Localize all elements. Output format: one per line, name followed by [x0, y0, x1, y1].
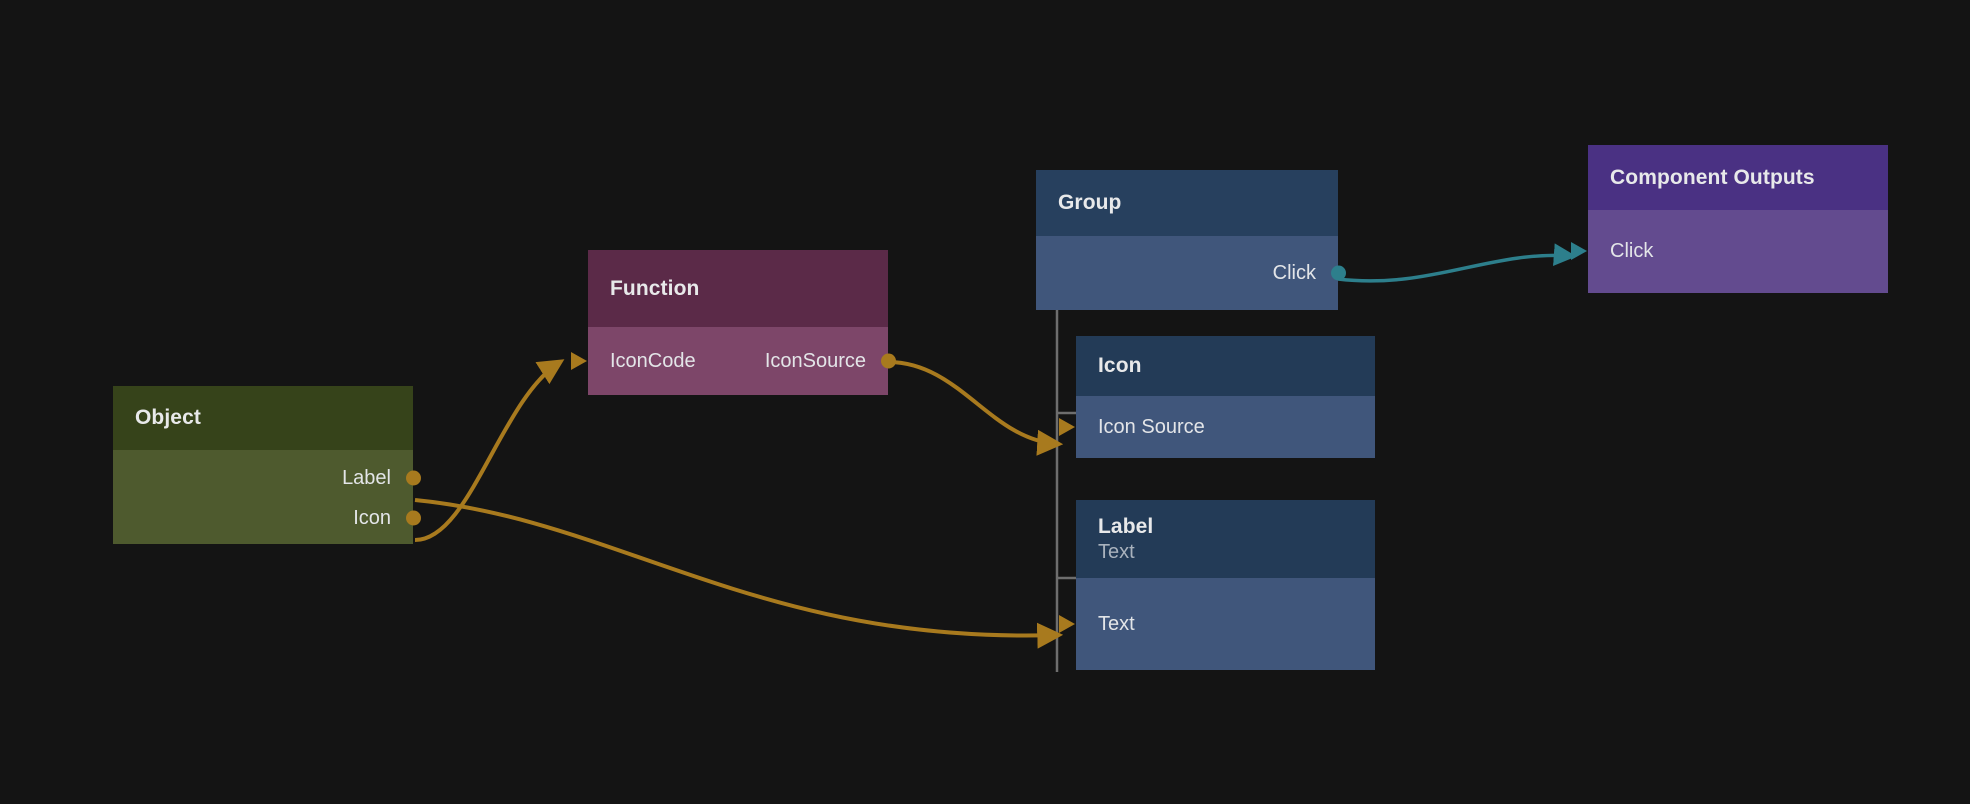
port-label-object-label: Label — [342, 467, 391, 489]
node-icon-title: Icon — [1098, 354, 1142, 378]
edge-object-label-to-label-text — [414, 498, 1064, 649]
edge-group-click-to-component-outputs-click — [1337, 243, 1577, 283]
output-port-click-dot[interactable] — [1331, 265, 1346, 281]
node-label[interactable]: Label Text Text — [1059, 500, 1375, 670]
port-row-object-icon[interactable]: Icon — [113, 498, 421, 538]
port-label-function-iconcode: IconCode — [610, 350, 696, 372]
output-port-label-dot[interactable] — [406, 470, 421, 486]
node-icon-header[interactable]: Icon — [1076, 336, 1375, 396]
node-object-body: Label Icon — [113, 450, 421, 544]
node-object-header[interactable]: Object — [113, 386, 413, 450]
edge-function-iconsource-to-icon-source — [887, 360, 1064, 456]
node-component-outputs[interactable]: Component Outputs Click — [1571, 145, 1888, 293]
port-label-label-text: Text — [1098, 613, 1135, 635]
node-icon[interactable]: Icon Icon Source — [1059, 336, 1375, 458]
node-object-title: Object — [135, 406, 201, 430]
input-port-icon-source-arrow[interactable] — [1059, 418, 1075, 436]
node-label-body: Text — [1059, 578, 1375, 670]
input-port-click-arrow[interactable] — [1571, 242, 1587, 260]
node-label-title: Label — [1098, 515, 1154, 538]
port-row-group-click[interactable]: Click — [1036, 253, 1346, 293]
port-row-object-label[interactable]: Label — [113, 458, 421, 498]
node-label-subtitle: Text — [1098, 540, 1135, 563]
port-label-icon-source: Icon Source — [1098, 416, 1205, 438]
node-group-body: Click — [1036, 236, 1346, 310]
port-row-label-text[interactable]: Text — [1059, 604, 1375, 644]
port-row-function-ports[interactable]: IconCode IconSource — [571, 341, 896, 381]
port-label-function-iconsource: IconSource — [764, 350, 866, 372]
port-row-icon-source[interactable]: Icon Source — [1059, 407, 1375, 447]
node-component-outputs-body: Click — [1571, 210, 1888, 293]
output-port-icon-dot[interactable] — [406, 510, 421, 526]
edge-object-icon-to-function-iconcode — [414, 359, 565, 542]
node-group-header[interactable]: Group — [1036, 170, 1338, 236]
node-group-title: Group — [1058, 191, 1122, 215]
node-label-header[interactable]: Label Text — [1076, 500, 1375, 578]
port-label-object-icon: Icon — [353, 507, 391, 529]
input-port-text-arrow[interactable] — [1059, 615, 1075, 633]
input-port-iconcode-arrow[interactable] — [571, 352, 587, 370]
node-function-header[interactable]: Function — [588, 250, 888, 327]
output-port-iconsource-dot[interactable] — [881, 353, 896, 369]
node-component-outputs-title: Component Outputs — [1610, 165, 1815, 189]
node-function[interactable]: Function IconCode IconSource — [571, 250, 896, 395]
port-label-component-outputs-click: Click — [1610, 240, 1654, 262]
node-group[interactable]: Group Click — [1036, 170, 1346, 310]
node-icon-body: Icon Source — [1059, 396, 1375, 458]
node-component-outputs-header[interactable]: Component Outputs — [1588, 145, 1888, 210]
port-row-component-outputs-click[interactable]: Click — [1571, 231, 1888, 271]
node-function-title: Function — [610, 276, 700, 300]
port-label-group-click: Click — [1272, 262, 1316, 284]
node-object[interactable]: Object Label Icon — [113, 386, 421, 544]
node-function-body: IconCode IconSource — [571, 327, 896, 395]
